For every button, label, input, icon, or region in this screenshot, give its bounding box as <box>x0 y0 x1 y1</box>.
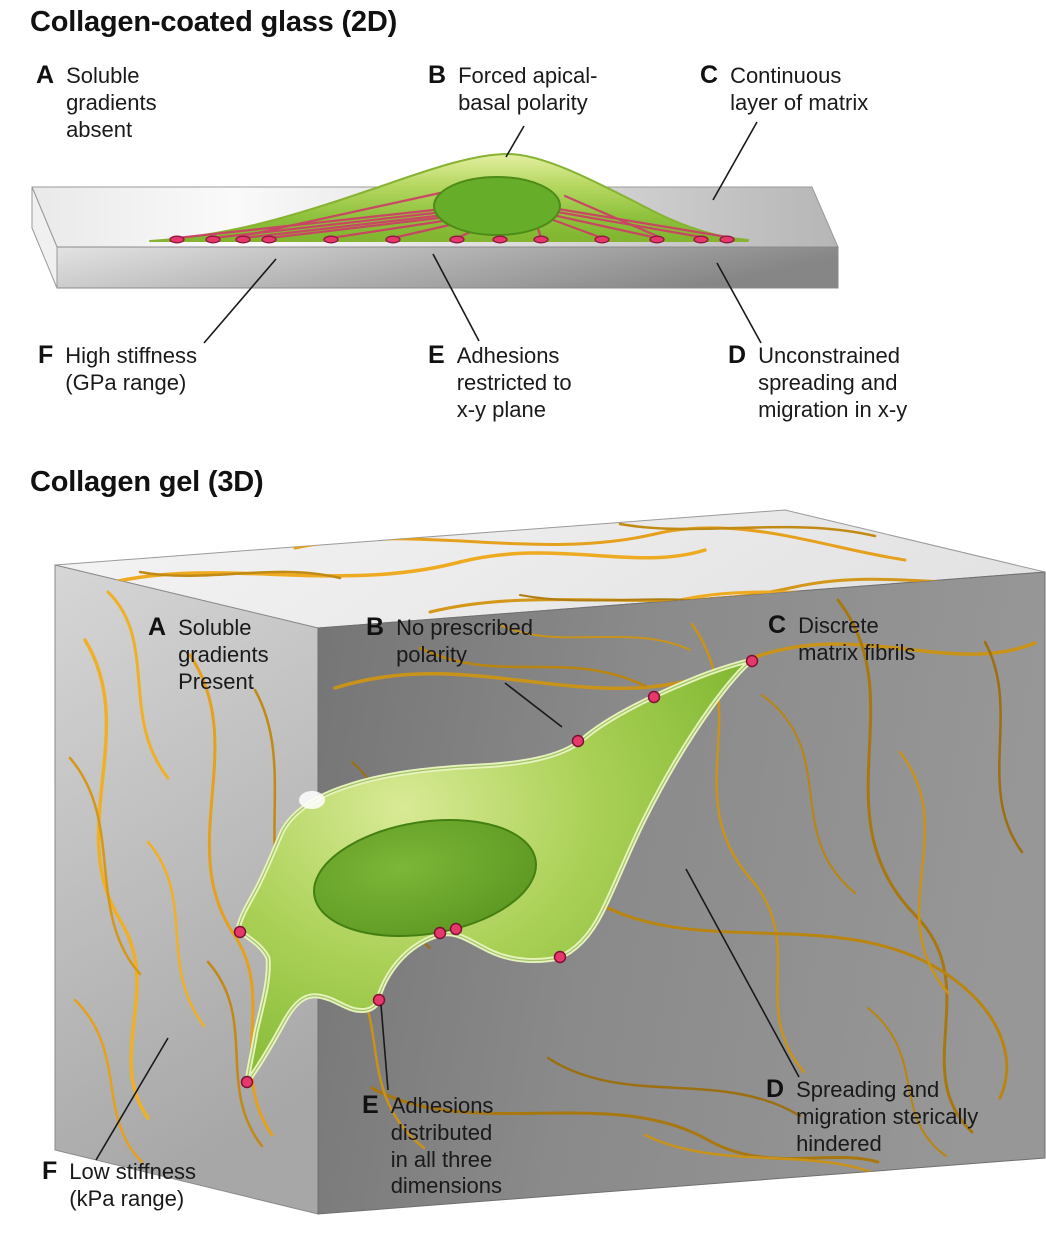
nucleus-2d <box>433 176 561 236</box>
label-2d-b-text: Forced apical- basal polarity <box>458 63 598 115</box>
label-3d-e-text: Adhesions distributed in all three dimen… <box>390 1093 502 1199</box>
pointer-lines-3d <box>95 682 800 1161</box>
label-2d-f-letter: F <box>38 341 54 369</box>
label-3d-f-letter: F <box>42 1157 58 1185</box>
label-2d-a-letter: A <box>36 61 55 89</box>
label-3d-e: E Adhesions distributed in all three dim… <box>362 1092 502 1200</box>
label-3d-f-text: Low stiffness (kPa range) <box>69 1159 197 1211</box>
label-3d-a-letter: A <box>148 613 167 641</box>
label-3d-e-letter: E <box>362 1091 379 1119</box>
pointer-lines-2d <box>203 121 762 344</box>
label-2d-b-letter: B <box>428 61 447 89</box>
label-2d-b: B Forced apical- basal polarity <box>428 62 597 117</box>
label-3d-b-letter: B <box>366 613 385 641</box>
label-2d-e-letter: E <box>428 341 445 369</box>
label-2d-f-text: High stiffness (GPa range) <box>65 343 197 395</box>
label-2d-a: A Soluble gradients absent <box>36 62 157 143</box>
label-3d-d-letter: D <box>766 1075 785 1103</box>
label-3d-b: B No prescribed polarity <box>366 614 533 669</box>
label-2d-e-text: Adhesions restricted to x-y plane <box>456 343 572 422</box>
label-2d-c-letter: C <box>700 61 719 89</box>
specular-highlight <box>299 791 325 809</box>
label-2d-c-text: Continuous layer of matrix <box>730 63 869 115</box>
label-2d-c: C Continuous layer of matrix <box>700 62 868 117</box>
label-3d-b-text: No prescribed polarity <box>396 615 534 667</box>
label-2d-e: E Adhesions restricted to x-y plane <box>428 342 572 423</box>
label-2d-a-text: Soluble gradients absent <box>66 63 157 142</box>
label-3d-c-text: Discrete matrix fibrils <box>798 613 916 665</box>
section-2d-title: Collagen-coated glass (2D) <box>30 6 398 38</box>
label-3d-a-text: Soluble gradients Present <box>178 615 269 694</box>
label-3d-c-letter: C <box>768 611 787 639</box>
label-2d-f: F High stiffness (GPa range) <box>38 342 197 397</box>
label-3d-d-text: Spreading and migration sterically hinde… <box>796 1077 979 1156</box>
cell-3d <box>235 657 755 1085</box>
label-2d-d-text: Unconstrained spreading and migration in… <box>758 343 908 422</box>
collagen-fibrils-right <box>330 598 1037 1180</box>
label-3d-f: F Low stiffness (kPa range) <box>42 1158 196 1213</box>
section-3d-title: Collagen gel (3D) <box>30 466 264 498</box>
adhesions-2d <box>169 235 735 244</box>
label-3d-c: C Discrete matrix fibrils <box>768 612 915 667</box>
adhesions-3d <box>233 654 759 1089</box>
label-2d-d-letter: D <box>728 341 747 369</box>
label-3d-d: D Spreading and migration sterically hin… <box>766 1076 978 1157</box>
label-3d-a: A Soluble gradients Present <box>148 614 269 695</box>
label-2d-d: D Unconstrained spreading and migration … <box>728 342 907 423</box>
